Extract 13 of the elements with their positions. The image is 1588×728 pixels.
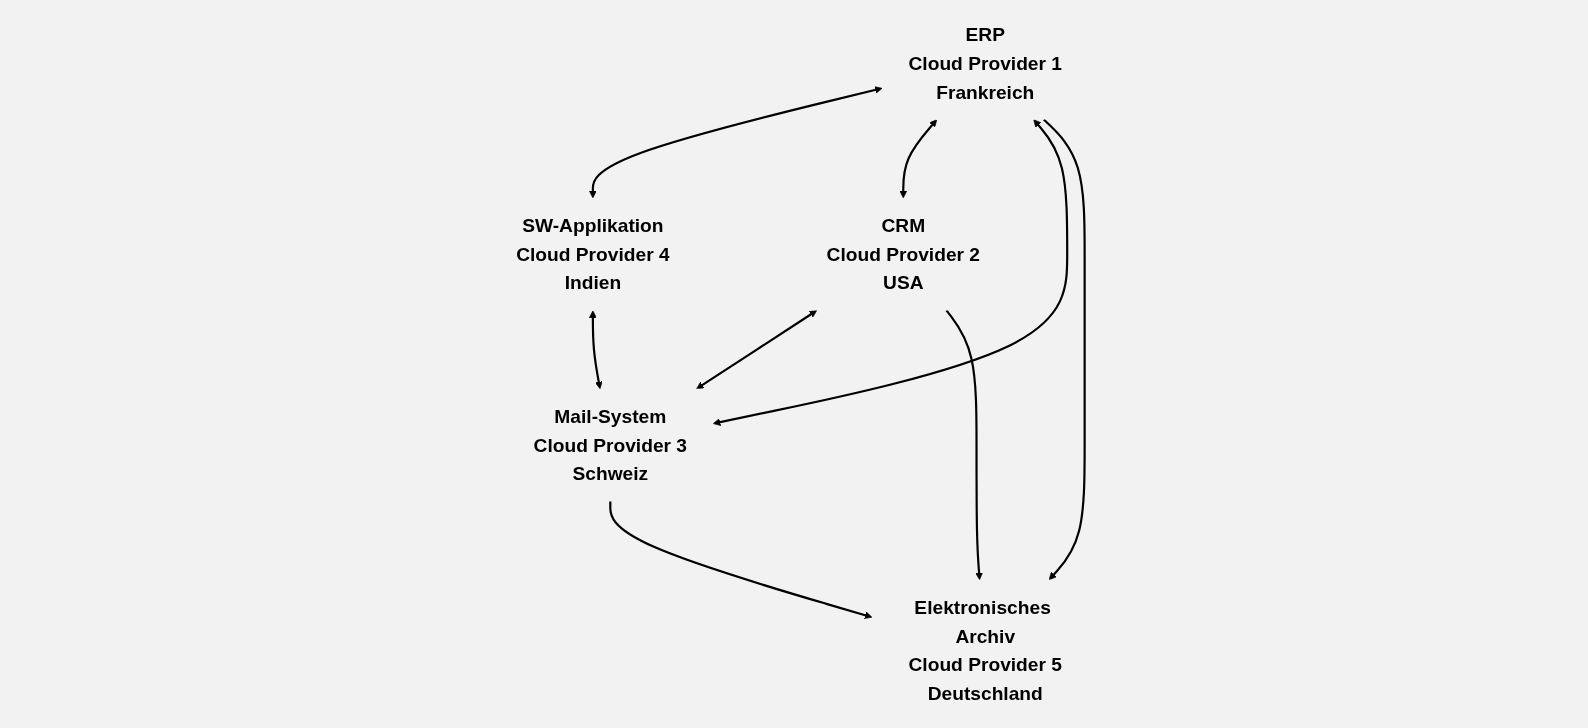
node-text: SW-Applikation Cloud Provider 4 Indien — [515, 214, 670, 294]
node-text: ERP Cloud Provider 1 Frankreich — [908, 23, 1062, 103]
arrow — [899, 119, 937, 199]
arrow — [695, 310, 817, 390]
arrow — [588, 310, 603, 390]
arrow — [588, 86, 883, 199]
arrow — [712, 119, 1068, 426]
node-text: Elektronisches Archiv Cloud Provider 5 Deutschland — [908, 596, 1062, 705]
arrow — [608, 501, 872, 619]
arrow — [945, 309, 983, 581]
node-text: CRM Cloud Provider 2 USA — [826, 214, 980, 294]
node-text: Mail-System Cloud Provider 3 Schweiz — [533, 405, 687, 485]
arrow — [1042, 118, 1086, 581]
